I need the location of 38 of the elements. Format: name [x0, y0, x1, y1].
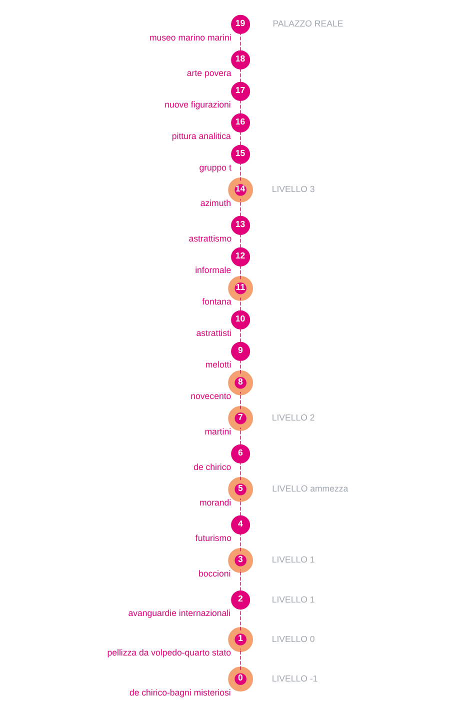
label: LIVELLO 1 — [271, 554, 314, 565]
node-label: melotti — [204, 360, 231, 370]
node-label: boccioni — [198, 568, 230, 579]
label: LIVELLO 0 — [271, 634, 314, 644]
node-label: museo marino marini — [148, 32, 231, 43]
node-circle: 14 — [228, 177, 253, 202]
node-label: de chirico-bagni misteriosi — [128, 687, 230, 698]
node-label: astrattismo — [188, 234, 232, 244]
node-label: arte povera — [186, 68, 231, 78]
node-circle: 19 — [230, 14, 250, 34]
node-circle: 1 — [228, 627, 253, 652]
node-label: gruppo t — [198, 162, 231, 173]
node-circle: 12 — [230, 247, 250, 266]
label: LIVELLO 3 — [271, 184, 314, 194]
node-label: pittura analitica — [171, 131, 230, 142]
node-circle: 15 — [230, 144, 250, 164]
label: LIVELLO 1 — [271, 594, 314, 604]
node-circle: 2 — [230, 590, 250, 610]
node-label: astrattisti — [196, 328, 231, 338]
node-circle: 17 — [230, 82, 250, 101]
label: LIVELLO ammezza — [272, 484, 348, 494]
node-circle: 6 — [230, 444, 250, 464]
node-label: nuove figurazioni — [164, 100, 230, 110]
node-label: informale — [194, 265, 231, 276]
node-circle: 9 — [230, 342, 250, 361]
label: LIVELLO 2 — [271, 412, 314, 423]
node-circle: 16 — [230, 113, 250, 132]
node-circle: 8 — [228, 370, 253, 396]
node-circle: 4 — [230, 515, 250, 534]
node-circle: 18 — [230, 50, 250, 70]
node-circle: 13 — [230, 216, 250, 235]
node-circle: 10 — [230, 310, 250, 330]
node-label: de chirico — [193, 462, 231, 472]
label: PALAZZO REALE — [272, 18, 343, 29]
node-circle: 11 — [228, 276, 253, 301]
label: LIVELLO -1 — [271, 673, 318, 684]
node-label: avanguardie internazionali — [128, 608, 230, 618]
node-label: futurismo — [194, 533, 232, 544]
